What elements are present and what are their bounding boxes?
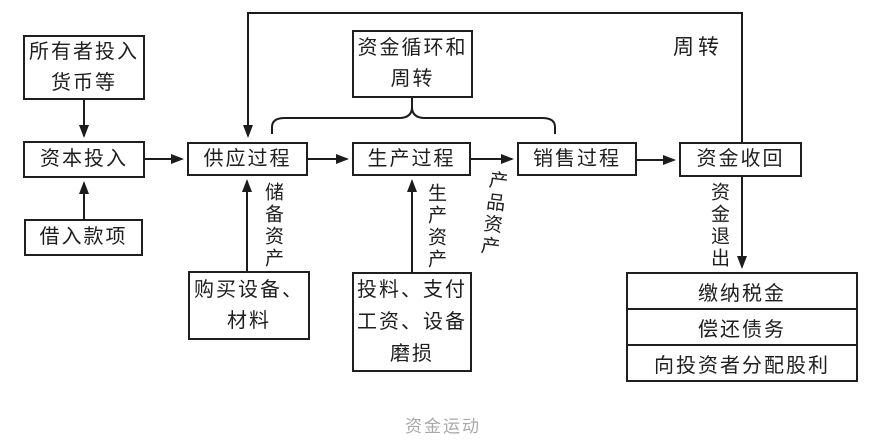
box-purchase-line1: 购买设备、 <box>194 278 304 301</box>
box-fund-recovery: 资金收回 <box>679 142 802 177</box>
box-fund-outflows: 缴纳税金 偿还债务 向投资者分配股利 <box>626 272 858 382</box>
brace-cycle-left <box>271 98 413 134</box>
box-owner-line1: 所有者投入 <box>29 40 139 63</box>
arrow-turnover-feedback <box>243 12 743 142</box>
box-fund-cycle-turnover: 资金循环和 周转 <box>352 30 473 98</box>
box-owner-line2: 货币等 <box>51 71 117 94</box>
box-purchase-equipment: 购买设备、 材料 <box>188 271 310 340</box>
outflow-row-debts: 偿还债务 <box>628 308 856 344</box>
label-fund-exit: 资金退出 <box>708 182 729 270</box>
box-borrowed-funds: 借入款项 <box>24 219 143 256</box>
box-material-wages-depreciation: 投料、支付 工资、设备 磨损 <box>352 272 472 372</box>
label-reserve-assets: 储备资产 <box>262 182 283 270</box>
box-cycle-line1: 资金循环和 <box>357 37 468 59</box>
box-production-process: 生产过程 <box>352 142 471 176</box>
box-owner-investment: 所有者投入 货币等 <box>23 35 145 100</box>
label-turnover: 周转 <box>673 36 723 59</box>
box-recovery-label: 资金收回 <box>696 148 785 170</box>
box-inputs-line1: 投料、支付 <box>357 279 467 301</box>
box-inputs-line3: 磨损 <box>390 343 434 365</box>
label-production-assets: 生产资产 <box>425 183 446 271</box>
box-supply-process: 供应过程 <box>187 142 308 176</box>
box-inputs-line2: 工资、设备 <box>357 311 467 333</box>
outflow-row-taxes: 缴纳税金 <box>698 282 786 305</box>
box-cycle-line2: 周转 <box>390 68 435 90</box>
box-sales-process: 销售过程 <box>517 142 637 176</box>
box-borrow-label: 借入款项 <box>39 226 128 248</box>
box-production-label: 生产过程 <box>367 147 456 170</box>
brace-cycle-right <box>411 106 556 134</box>
box-sales-label: 销售过程 <box>533 147 621 170</box>
box-supply-label: 供应过程 <box>203 147 292 170</box>
box-capital-input: 资本投入 <box>23 141 145 178</box>
box-capital-label: 资本投入 <box>40 148 128 170</box>
outflow-row-dividends: 向投资者分配股利 <box>628 344 856 380</box>
diagram-caption: 资金运动 <box>405 417 481 436</box>
box-purchase-line2: 材料 <box>227 309 271 332</box>
